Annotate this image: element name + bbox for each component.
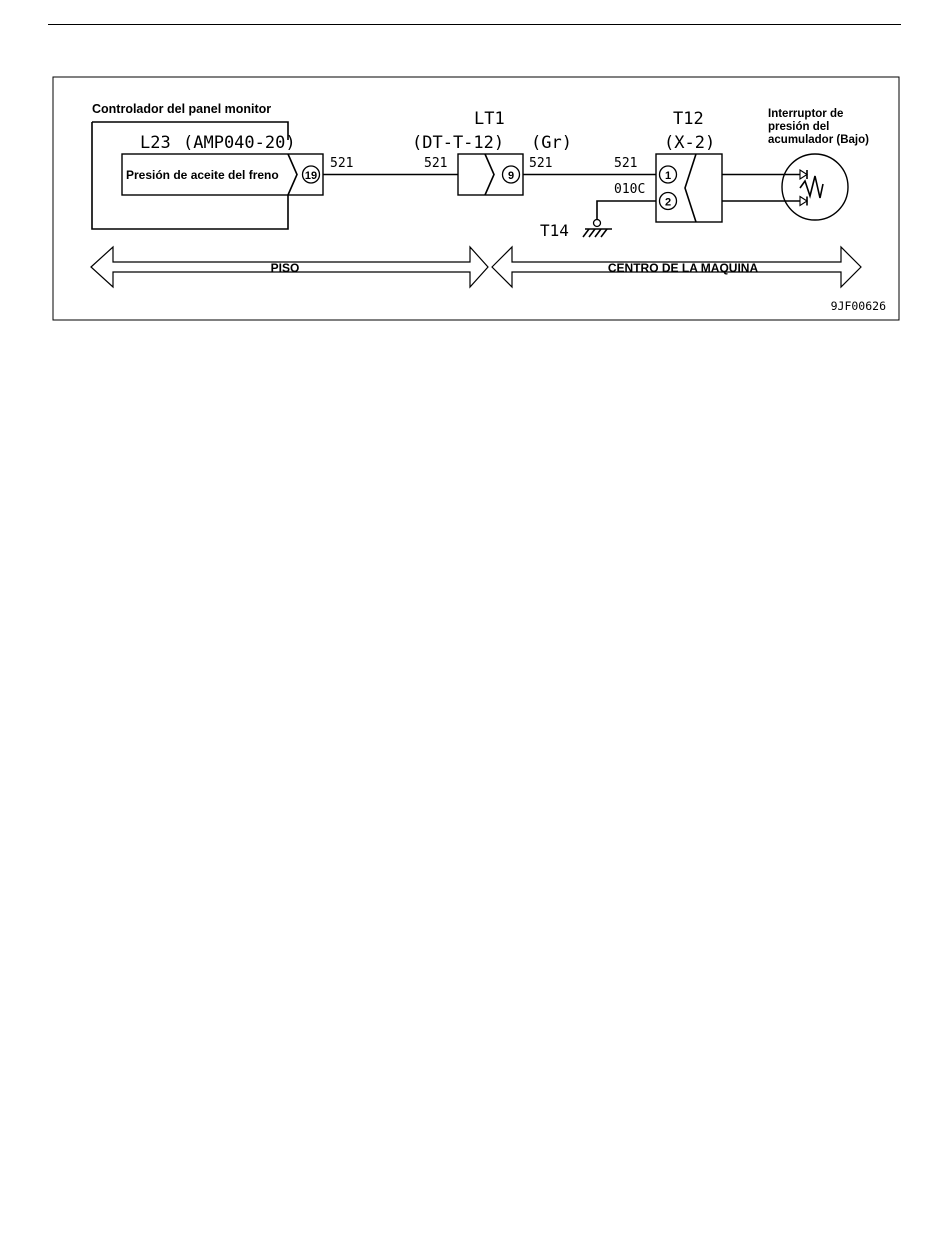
lt1-pin-number: 9 [508,170,514,182]
switch-label-line1: Interruptor de [768,108,843,120]
controller-label: Controlador del panel monitor [92,102,271,116]
t12-pin1-number: 1 [665,170,671,182]
t12-name: T12 [673,109,704,129]
figure-id: 9JF00626 [831,299,886,313]
switch-contact-icon [800,170,823,206]
lt1-spec: (DT-T-12) [412,133,504,153]
wire-ground [597,201,656,220]
l23-spec: (AMP040-20) [183,133,296,153]
wire-label-a: 521 [330,156,353,171]
zone-left-label: PISO [271,261,300,275]
zone-right-label: CENTRO DE LA MAQUINA [608,261,759,275]
wire-label-b: 521 [424,156,447,171]
wire-label-d: 521 [614,156,637,171]
switch-label-line3: acumulador (Bajo) [768,134,869,146]
wire-label-ground: 010C [614,182,645,197]
lt1-name: LT1 [474,109,505,129]
l23-pin-number: 19 [305,170,317,182]
wire-label-c: 521 [529,156,552,171]
l23-name: L23 [140,133,171,153]
ground-hatch-icon [583,229,607,237]
switch-label-line2: presión del [768,121,829,133]
l23-function-label: Presión de aceite del freno [126,168,279,182]
t12-spec: (X-2) [664,133,715,153]
pressure-switch-icon [782,154,848,220]
ground-label: T14 [540,221,569,240]
ground-terminal [594,220,601,227]
t12-pin2-number: 2 [665,197,671,209]
lt1-color: (Gr) [531,133,572,153]
t12-connector-box [656,154,722,222]
